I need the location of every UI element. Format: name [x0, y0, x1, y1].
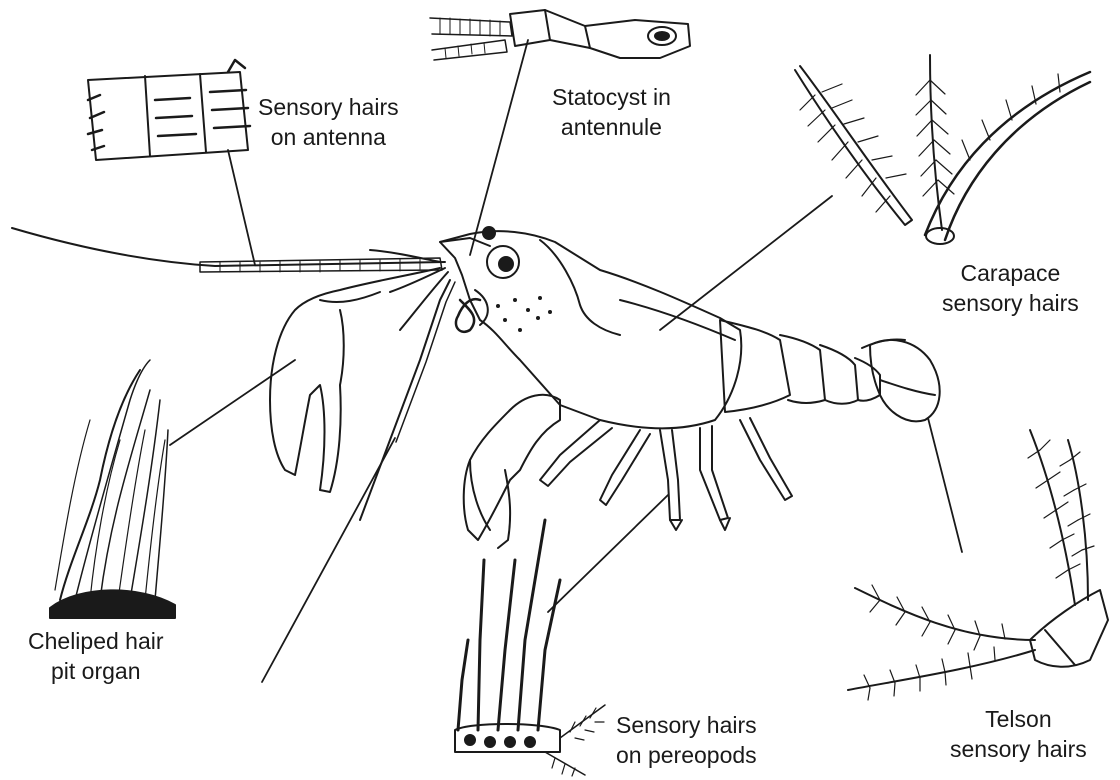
leader-cheliped	[170, 360, 295, 445]
cheliped-pit-organ-detail	[50, 360, 175, 618]
label-carapace-line1: Carapace	[942, 258, 1079, 288]
label-statocyst-line2: antennule	[552, 112, 671, 142]
label-pereopods: Sensory hairs on pereopods	[616, 710, 757, 770]
label-cheliped-line1: Cheliped hair	[28, 626, 164, 656]
leader-pereopods	[548, 495, 668, 612]
label-cheliped: Cheliped hair pit organ	[28, 626, 164, 686]
label-carapace-line2: sensory hairs	[942, 288, 1079, 318]
label-pereopods-line2: on pereopods	[616, 740, 757, 770]
label-statocyst: Statocyst in antennule	[552, 82, 671, 142]
cheliped-back	[270, 268, 440, 492]
leader-statocyst	[470, 40, 528, 255]
label-telson-line1: Telson	[950, 704, 1087, 734]
label-telson: Telson sensory hairs	[950, 704, 1087, 764]
label-telson-line2: sensory hairs	[950, 734, 1087, 764]
label-antenna-line2: on antenna	[258, 122, 399, 152]
carapace	[440, 231, 741, 428]
antennule-statocyst-detail	[430, 10, 690, 60]
telson-hairs-detail	[848, 430, 1108, 700]
leader-carapace	[660, 196, 832, 330]
label-antenna: Sensory hairs on antenna	[258, 92, 399, 152]
label-cheliped-line2: pit organ	[28, 656, 164, 686]
leader-telson	[928, 418, 962, 552]
pereopods	[540, 418, 792, 530]
label-statocyst-line1: Statocyst in	[552, 82, 671, 112]
crayfish-illustration	[12, 227, 940, 548]
mouthparts	[456, 299, 480, 332]
leader-antenna	[228, 150, 255, 265]
abdomen	[720, 320, 880, 412]
antenna-down	[360, 280, 450, 520]
leader-antenna-down	[262, 438, 395, 682]
carapace-hairs-detail	[795, 55, 1090, 244]
label-carapace: Carapace sensory hairs	[942, 258, 1079, 318]
antenna-segment-detail	[88, 60, 250, 160]
pereopod-hairs-detail	[455, 520, 605, 776]
label-antenna-line1: Sensory hairs	[258, 92, 399, 122]
label-pereopods-line1: Sensory hairs	[616, 710, 757, 740]
